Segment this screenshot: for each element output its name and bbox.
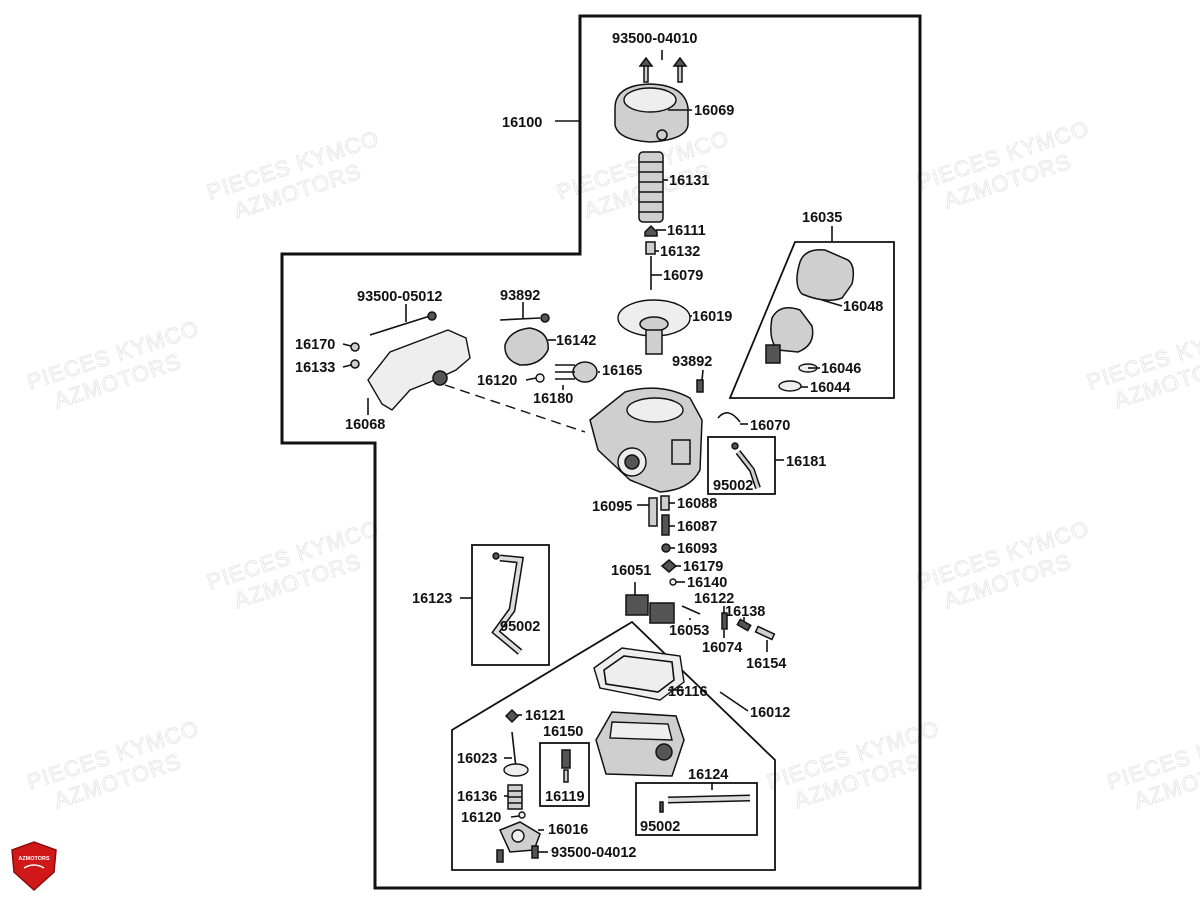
label-16119: 16119 (545, 789, 585, 805)
hose-16124 (659, 794, 751, 813)
label-93892-top: 93892 (500, 288, 540, 304)
logo-text: AZMOTORS (18, 856, 50, 862)
label-16053: 16053 (669, 623, 709, 639)
spring-16131 (638, 151, 664, 223)
diaphragm-16019 (617, 299, 691, 355)
label-16095: 16095 (592, 499, 632, 515)
label-16087: 16087 (677, 519, 717, 535)
label-16170: 16170 (295, 337, 335, 353)
label-16111: 16111 (667, 223, 706, 239)
float-16051 (625, 594, 701, 624)
label-16132: 16132 (660, 244, 700, 260)
label-16070: 16070 (750, 418, 790, 434)
label-16179: 16179 (683, 559, 723, 575)
label-16074: 16074 (702, 640, 742, 656)
autochoke-16035 (765, 249, 855, 392)
label-16051: 16051 (611, 563, 651, 579)
carburetor-body (589, 379, 704, 493)
label-16035: 16035 (802, 210, 842, 226)
hose-16181 (731, 442, 761, 489)
cap-16069 (614, 83, 689, 143)
label-16019: 16019 (692, 309, 732, 325)
label-16100: 16100 (502, 115, 542, 131)
float-chamber-16012 (595, 711, 685, 777)
screw-16138 (736, 618, 752, 632)
cover-16142 (499, 313, 550, 366)
part-labels: 93500-04010 16100 16069 16131 16111 1613… (295, 31, 883, 861)
lever-16068 (350, 311, 471, 411)
cover-16016 (498, 821, 541, 853)
label-16016: 16016 (548, 822, 588, 838)
label-16181: 16181 (786, 454, 826, 470)
label-16138: 16138 (725, 604, 765, 620)
label-93500-04012: 93500-04012 (551, 845, 636, 861)
label-16154: 16154 (746, 656, 786, 672)
label-16122: 16122 (694, 591, 734, 607)
label-95002-16181: 95002 (713, 478, 753, 494)
leader-lines (342, 50, 843, 853)
label-93892-right: 93892 (672, 354, 712, 370)
screw-16154 (754, 625, 776, 641)
gasket-inner (603, 655, 675, 693)
label-16079: 16079 (663, 268, 703, 284)
label-16044: 16044 (810, 380, 850, 396)
spring-16136 (507, 784, 523, 810)
label-16046: 16046 (821, 361, 861, 377)
label-16124: 16124 (688, 767, 728, 783)
screw-16023 (503, 731, 529, 777)
hose-16123 (491, 552, 525, 655)
azmotors-logo: AZMOTORS (11, 841, 57, 892)
box-16012 (451, 620, 776, 871)
label-16150: 16150 (543, 724, 583, 740)
assembly-line (444, 384, 586, 433)
label-95002-16123: 95002 (500, 619, 540, 635)
label-16023: 16023 (457, 751, 497, 767)
main-assembly-frame (280, 14, 922, 890)
plug-16121 (504, 708, 520, 724)
box-16181 (707, 436, 776, 495)
label-16123: 16123 (412, 591, 452, 607)
box-16123 (471, 544, 550, 666)
label-16136: 16136 (457, 789, 497, 805)
label-16116: 16116 (668, 684, 708, 700)
label-16068: 16068 (345, 417, 385, 433)
clip-16070 (717, 412, 741, 423)
seat-16111 (644, 224, 658, 237)
label-16120-upper: 16120 (477, 373, 517, 389)
jet-16150 (561, 749, 571, 783)
label-16131: 16131 (669, 173, 709, 189)
box-16150 (539, 742, 590, 807)
screw-93500-04010 (638, 56, 688, 83)
label-16012: 16012 (750, 705, 790, 721)
label-16088: 16088 (677, 496, 717, 512)
label-16069: 16069 (694, 103, 734, 119)
box-16035 (728, 241, 895, 399)
spring-16165 (535, 361, 598, 383)
clip-16132 (645, 241, 656, 255)
label-16140: 16140 (687, 575, 727, 591)
box-16124 (635, 782, 758, 836)
label-16048: 16048 (843, 299, 883, 315)
label-93500-05012: 93500-05012 (357, 289, 442, 305)
label-16133: 16133 (295, 360, 335, 376)
oring-16120 (518, 811, 526, 819)
label-16093: 16093 (677, 541, 717, 557)
label-95002-16124: 95002 (640, 819, 680, 835)
label-16120-lower: 16120 (461, 810, 501, 826)
label-93500-04010: 93500-04010 (612, 31, 697, 47)
label-16165: 16165 (602, 363, 642, 379)
label-16180: 16180 (533, 391, 573, 407)
label-16142: 16142 (556, 333, 596, 349)
label-16121: 16121 (525, 708, 565, 724)
jets-stack (648, 495, 678, 586)
